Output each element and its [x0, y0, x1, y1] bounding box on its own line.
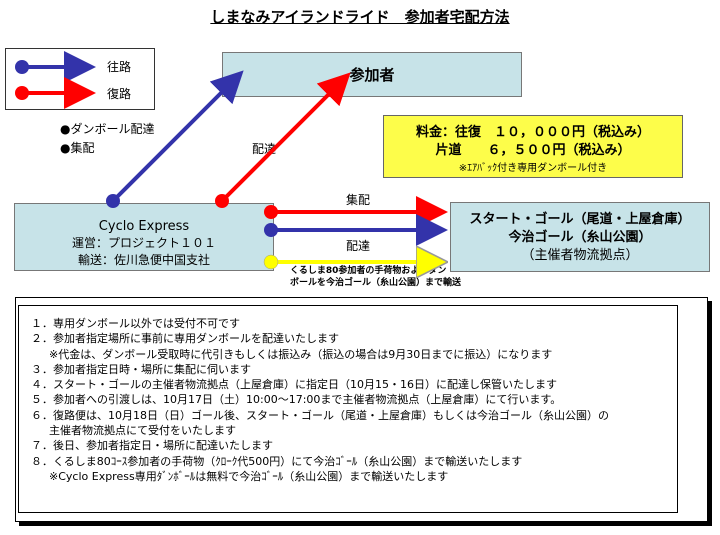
legend-outbound-arrow: [15, 51, 96, 83]
return-pickup-arrow: [215, 72, 351, 208]
page-title: しまなみアイランドライド 参加者宅配方法: [210, 8, 510, 26]
haitatsu-arrow: [264, 214, 448, 246]
outbound-delivery-arrow: [106, 70, 244, 208]
shuhai-label: 集配: [346, 193, 371, 207]
cyclo-transport: 輸送：佐川急便中国支社: [77, 253, 210, 267]
fee-oneway: 片道 ６，５００円（税込み）: [435, 143, 631, 158]
shuhai-arrow: [264, 196, 448, 228]
cyclo-operator: 運営：プロジェクト１０１: [71, 236, 216, 250]
legend-return-arrow: [15, 77, 96, 109]
notes-panel: １．専用ダンボール以外では受付不可です ２．参加者指定場所に事前に専用ダンボール…: [18, 305, 678, 513]
note-item: ８．くるしま80ｺｰｽ参加者の手荷物（ｸﾛｰｸ代500円）にて今治ｺﾞｰﾙ（糸山…: [31, 454, 523, 468]
kurushima-note-line: ボールを今治ゴール（糸山公園）まで輸送: [290, 278, 462, 288]
goal-start: スタート・ゴール（尾道・上屋倉庫）: [469, 212, 691, 227]
service-item: ●ダンボール配達: [60, 122, 155, 136]
fee-box: 料金：往復 １０，０００円（税込み） 片道 ６，５００円（税込み） ※ｴｱﾊﾞｯ…: [383, 115, 683, 178]
note-item: ６．復路便は、10月18日（日）ゴール後、スタート・ゴール（尾道・上屋倉庫）もし…: [31, 408, 609, 422]
kurushima-note: くるしま80参加者の手荷物およびダン ボールを今治ゴール（糸山公園）まで輸送: [290, 265, 461, 289]
goal-imabari: 今治ゴール（糸山公園）: [508, 230, 652, 245]
kurushima-arrow: [263, 255, 440, 269]
note-item: ２．参加者指定場所に事前に専用ダンボールを配達いたします: [31, 332, 339, 346]
haitatsu-label-right: 配達: [346, 239, 371, 253]
participant-box: 参加者: [222, 52, 522, 97]
note-item: ４．スタート・ゴールの主催者物流拠点（上屋倉庫）に指定日（10月15・16日）に…: [31, 378, 557, 392]
fee-roundtrip: 料金：往復 １０，０００円（税込み）: [415, 125, 650, 140]
note-item: ３．参加者指定日時・場所に集配に伺います: [31, 362, 251, 376]
service-list: ●ダンボール配達 ●集配: [60, 120, 154, 158]
note-item: ５．参加者への引渡しは、10月17日（土）10:00～17:00まで主催者物流拠…: [31, 393, 562, 407]
kurushima-note-line: くるしま80参加者の手荷物およびダン: [290, 266, 447, 276]
legend-outbound-label: 往路: [107, 60, 132, 74]
goal-box: スタート・ゴール（尾道・上屋倉庫） 今治ゴール（糸山公園） （主催者物流拠点）: [450, 202, 710, 272]
goal-organizer: （主催者物流拠点）: [521, 248, 639, 263]
participant-label: 参加者: [349, 66, 395, 84]
note-item: ※代金は、ダンボール受取時に代引きもしくは振込み（振込の場合は9月30日までに振…: [49, 347, 553, 361]
cyclo-name: Cyclo Express: [98, 219, 190, 234]
note-item: １．専用ダンボール以外では受付不可です: [31, 317, 240, 330]
note-item: ※Cyclo Express専用ﾀﾞﾝﾎﾞｰﾙは無料で今治ｺﾞｰﾙ（糸山公園）ま…: [49, 469, 449, 483]
note-item: ７．後日、参加者指定日・場所に配達いたします: [31, 439, 273, 453]
cyclo-express-box: Cyclo Express 運営：プロジェクト１０１ 輸送：佐川急便中国支社: [14, 203, 274, 271]
legend-return-label: 復路: [107, 87, 132, 101]
fee-note: ※ｴｱﾊﾞｯｸ付き専用ダンボール付き: [458, 163, 608, 174]
note-item: 主催者物流拠点にて受付をいたします: [49, 424, 236, 438]
service-item: ●集配: [60, 141, 95, 155]
